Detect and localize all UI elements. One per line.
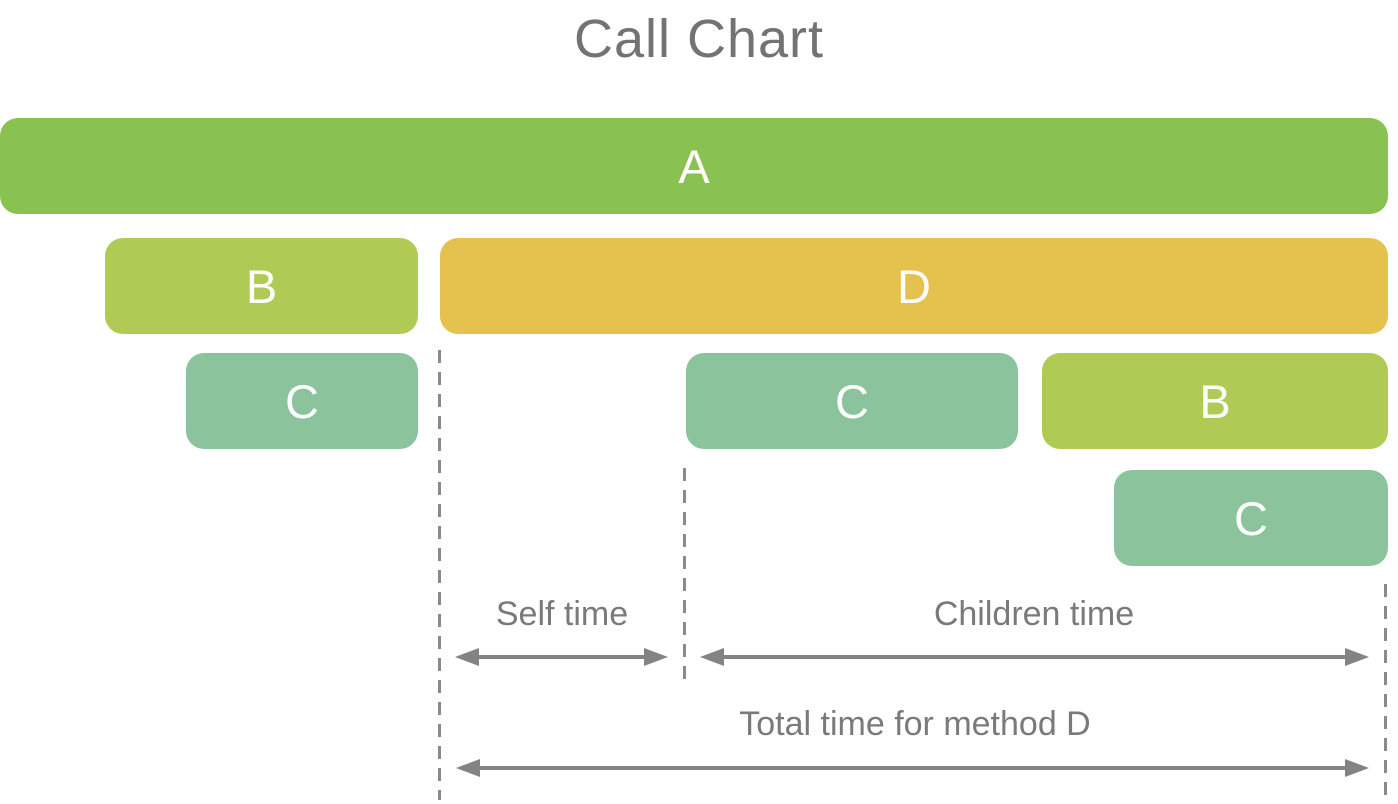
call-bar-b1: B: [105, 238, 418, 334]
call-bar-c2: C: [686, 353, 1018, 449]
guide-children-start: [683, 468, 686, 686]
call-bar-c3: C: [1114, 470, 1388, 566]
call-bar-b2: B: [1042, 353, 1388, 449]
self-time-arrow: [455, 648, 668, 666]
total-time-label: Total time for method D: [739, 705, 1091, 743]
page-title: Call Chart: [573, 9, 825, 69]
children-time-label: Children time: [933, 595, 1135, 633]
total-time-arrow: [456, 759, 1369, 777]
guide-method-d-end: [1384, 584, 1387, 800]
guide-method-d-start: [438, 350, 441, 800]
call-bar-c1: C: [186, 353, 418, 449]
children-time-arrow: [700, 648, 1369, 666]
call-bar-a: A: [0, 118, 1388, 214]
call-bar-d: D: [440, 238, 1388, 334]
self-time-label: Self time: [495, 595, 629, 633]
